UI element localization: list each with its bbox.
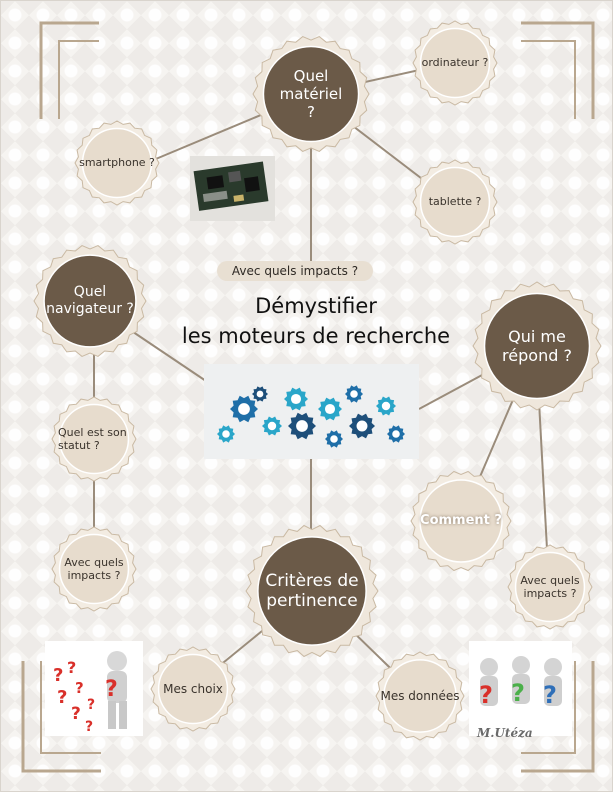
- svg-text:?: ?: [105, 677, 118, 702]
- svg-text:?: ?: [71, 704, 81, 724]
- gear-icon: [284, 387, 308, 411]
- gear-icon: [252, 386, 268, 402]
- gear-icon: [262, 416, 282, 436]
- leaf-smartphone-label: smartphone ?: [79, 156, 155, 170]
- figure-with-question-marks-image: ? ? ? ? ? ? ? ?: [45, 641, 143, 736]
- circuit-board-image: [190, 156, 275, 221]
- leaf-impacts-navigateur-label: Avec quels impacts ?: [64, 555, 124, 582]
- leaf-ordinateur-label: ordinateur ?: [421, 56, 489, 70]
- gears-illustration: [204, 364, 419, 459]
- hub-materiel-seal: [252, 36, 370, 152]
- svg-text:?: ?: [75, 679, 84, 697]
- leaf-impacts-repond-seal: [507, 544, 593, 630]
- leaf-donnees-label: Mes données: [380, 688, 460, 703]
- leaf-impacts-repond[interactable]: Avec quels impacts ?: [511, 559, 589, 615]
- gear-icon: [345, 385, 363, 403]
- gear-icon: [230, 395, 258, 423]
- hub-navigateur-seal: [33, 245, 147, 357]
- leaf-smartphone-seal: [74, 120, 160, 206]
- svg-text:?: ?: [67, 658, 76, 677]
- svg-text:?: ?: [479, 681, 493, 709]
- leaf-impacts-navigateur[interactable]: Avec quels impacts ?: [56, 541, 132, 597]
- hub-repond[interactable]: Qui me répond ?: [485, 307, 589, 385]
- leaf-tablette-label: tablette ?: [428, 195, 482, 209]
- hub-materiel-label: Quel matériel ?: [279, 67, 343, 121]
- svg-text:?: ?: [87, 697, 95, 713]
- svg-text:?: ?: [57, 687, 67, 708]
- leaf-tablette[interactable]: tablette ?: [415, 178, 495, 226]
- title-line-2: les moteurs de recherche: [181, 324, 451, 348]
- leaf-choix[interactable]: Mes choix: [153, 665, 233, 713]
- leaf-impacts-navigateur-seal: [51, 526, 137, 612]
- hub-materiel[interactable]: Quel matériel ?: [267, 58, 355, 130]
- title-line-1: Démystifier: [255, 294, 377, 318]
- leaf-donnees-seal: [375, 651, 465, 741]
- corner-frame-bottom-right: [521, 661, 595, 773]
- impacts-label: Avec quels impacts ?: [217, 261, 373, 281]
- leaf-statut[interactable]: Quel est son statut ?: [56, 411, 132, 467]
- svg-text:?: ?: [85, 719, 93, 735]
- hub-navigateur[interactable]: Quel navigateur ?: [41, 264, 139, 338]
- hub-repond-seal: [472, 281, 602, 411]
- corner-frame-top-left: [39, 21, 99, 119]
- author-signature: M.Utéza: [477, 726, 533, 740]
- hub-criteres-seal: [245, 524, 379, 658]
- gear-icon: [217, 425, 235, 443]
- svg-text:?: ?: [53, 665, 63, 686]
- corner-frame-bottom-right-inner: [521, 661, 576, 754]
- gear-icon: [288, 412, 316, 440]
- leaf-choix-seal: [150, 646, 236, 732]
- leaf-comment-seal: [410, 470, 512, 572]
- gear-icon: [376, 396, 396, 416]
- leaf-ordinateur[interactable]: ordinateur ?: [415, 39, 495, 87]
- leaf-comment-label: Comment ?: [420, 513, 502, 529]
- svg-text:?: ?: [511, 679, 525, 707]
- leaf-statut-seal: [51, 396, 137, 482]
- corner-frame-top-right-inner: [521, 40, 576, 119]
- leaf-ordinateur-seal: [412, 20, 498, 106]
- three-figures-question-marks-image: ? ? ?: [469, 641, 572, 736]
- hub-repond-label: Qui me répond ?: [502, 326, 572, 365]
- corner-frame-bottom-left-inner: [40, 661, 101, 754]
- corner-frame-top-left-inner: [58, 40, 99, 119]
- gear-icon: [318, 397, 342, 421]
- corner-frame-bottom-left: [21, 661, 101, 773]
- corner-frame-top-right: [521, 21, 595, 119]
- gear-icon: [325, 430, 343, 448]
- leaf-smartphone[interactable]: smartphone ?: [77, 139, 157, 187]
- leaf-donnees[interactable]: Mes données: [379, 671, 461, 721]
- page-title: Démystifier les moteurs de recherche: [171, 291, 461, 351]
- hub-criteres-label: Critères de pertinence: [265, 570, 359, 611]
- leaf-impacts-repond-label: Avec quels impacts ?: [520, 573, 580, 600]
- gear-icon: [387, 425, 405, 443]
- leaf-choix-label: Mes choix: [163, 681, 223, 696]
- leaf-tablette-seal: [412, 159, 498, 245]
- gear-icon: [349, 413, 375, 439]
- hub-navigateur-label: Quel navigateur ?: [46, 284, 134, 317]
- svg-text:?: ?: [543, 681, 557, 709]
- leaf-comment[interactable]: Comment ?: [413, 491, 509, 551]
- hub-criteres[interactable]: Critères de pertinence: [256, 541, 368, 641]
- leaf-statut-label: Quel est son statut ?: [58, 425, 127, 452]
